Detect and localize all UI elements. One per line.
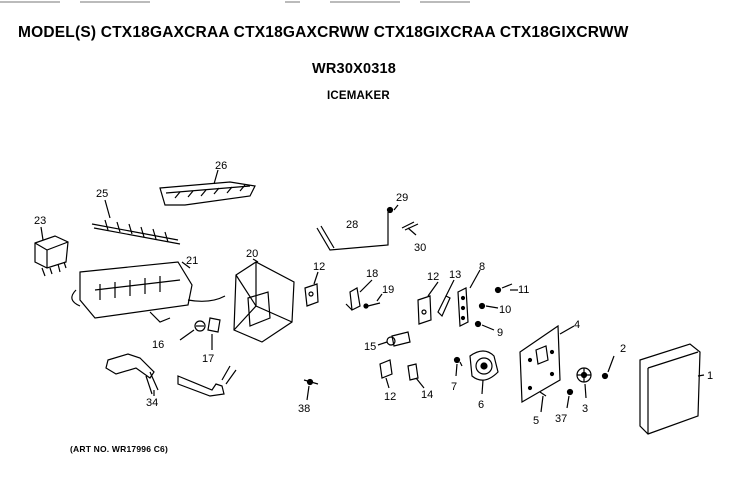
callout-37: 37 (555, 413, 567, 425)
part-number-heading: WR30X0318 (312, 61, 397, 77)
callout-30: 30 (414, 242, 426, 254)
connector-part (379, 359, 425, 389)
callout-5: 5 (533, 415, 539, 427)
gear-screws-part (539, 355, 615, 413)
callout-9: 9 (497, 327, 503, 339)
callout-34: 34 (146, 397, 158, 409)
switch-shield-part (417, 279, 455, 325)
callout-2: 2 (620, 343, 626, 355)
callout-19: 19 (382, 284, 394, 296)
callout-28: 28 (346, 219, 358, 231)
front-cover-part (639, 343, 705, 435)
callout-29: 29 (396, 192, 408, 204)
callout-13: 13 (449, 269, 461, 281)
thermostat-part (179, 317, 221, 350)
callout-12-upper: 12 (313, 261, 325, 273)
callout-20: 20 (246, 248, 258, 260)
callout-10: 10 (499, 304, 511, 316)
callout-12-mid: 12 (427, 271, 439, 283)
callout-4: 4 (574, 319, 580, 331)
callout-15: 15 (364, 341, 376, 353)
ejector-blade-part (159, 169, 256, 206)
mold-heater-part (71, 261, 226, 323)
diagram-title: ICEMAKER (327, 90, 390, 102)
callout-12-lower: 12 (384, 391, 396, 403)
callout-25: 25 (96, 188, 108, 200)
cropped-top-strip (0, 1, 470, 3)
callout-8: 8 (479, 261, 485, 273)
lever-part (345, 279, 383, 311)
fuse-part (377, 331, 411, 347)
callout-23: 23 (34, 215, 46, 227)
callout-1: 1 (707, 370, 713, 382)
bracket-upper-part (304, 271, 319, 307)
callout-14: 14 (421, 389, 433, 401)
art-number: (ART NO. WR17996 C6) (70, 444, 168, 454)
model-numbers-heading: MODEL(S) CTX18GAXCRAA CTX18GAXCRWW CTX18… (18, 24, 629, 41)
stripper-part (91, 199, 181, 245)
mounting-plate-part (519, 324, 575, 404)
housing-part (233, 258, 295, 343)
switch-screws-part (457, 269, 518, 331)
callout-18: 18 (366, 268, 378, 280)
feeler-arm-part (316, 204, 419, 251)
callout-16: 16 (152, 339, 164, 351)
callout-38: 38 (298, 403, 310, 415)
callout-17: 17 (202, 353, 214, 365)
callout-11: 11 (518, 284, 529, 296)
callout-7: 7 (451, 381, 457, 393)
motor-part (453, 350, 499, 395)
callout-21: 21 (186, 255, 198, 267)
callout-26: 26 (215, 160, 227, 172)
fill-cup-part (105, 353, 237, 397)
callout-6: 6 (478, 399, 484, 411)
screw-38-part (303, 378, 319, 401)
cover-part (34, 226, 69, 277)
callout-3: 3 (582, 403, 588, 415)
